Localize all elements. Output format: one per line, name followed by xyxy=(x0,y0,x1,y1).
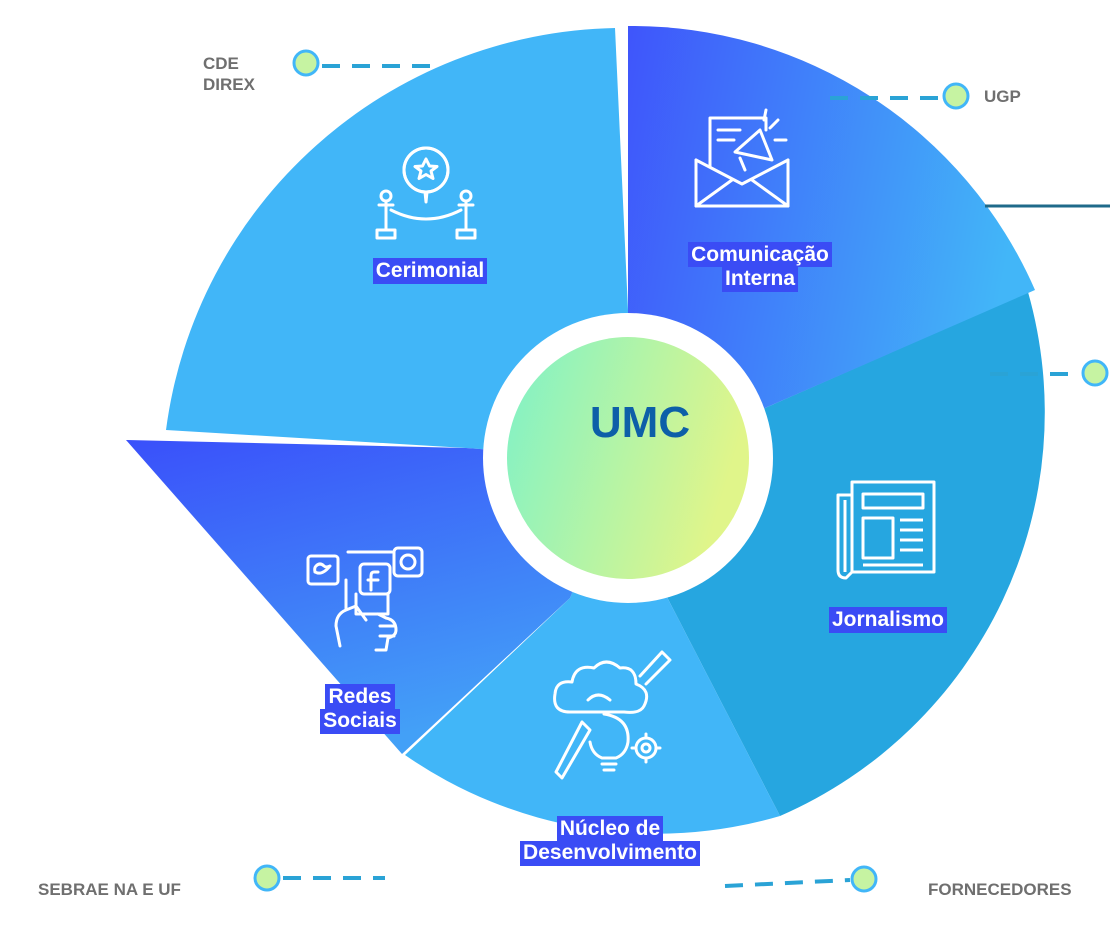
segment-label-text: Comunicação xyxy=(688,242,832,267)
segment-label-cerimonial: Cerimonial xyxy=(350,258,510,284)
center-label: UMC xyxy=(589,398,691,447)
segment-cerimonial xyxy=(166,28,628,460)
connector-node xyxy=(253,864,281,892)
external-label-fornecedores: FORNECEDORES xyxy=(928,879,1072,900)
segment-label-text: Sociais xyxy=(320,709,400,734)
external-label-line: CDE xyxy=(203,54,239,73)
external-label-line: FORNECEDORES xyxy=(928,880,1072,899)
external-label-cde-direx: CDE DIREX xyxy=(203,53,255,95)
segment-label-text: Interna xyxy=(721,267,798,292)
external-label-line: DIREX xyxy=(203,75,255,94)
megaphone-envelope-icon xyxy=(694,108,790,208)
center-circle xyxy=(507,337,749,579)
segment-label-text: Núcleo de xyxy=(556,816,664,841)
segment-label-redes-sociais: Redes Sociais xyxy=(300,684,420,734)
segment-label-text: Redes xyxy=(325,684,395,709)
stanchion-star-icon xyxy=(375,146,477,240)
segment-label-comunicacao-interna: Comunicação Interna xyxy=(660,242,860,292)
connector-node xyxy=(850,865,878,893)
creative-idea-icon xyxy=(553,650,672,780)
external-label-sebrae: SEBRAE NA E UF xyxy=(38,879,181,900)
segment-label-text: Cerimonial xyxy=(372,258,488,284)
social-media-hand-icon xyxy=(306,546,424,652)
segment-label-jornalismo: Jornalismo xyxy=(808,607,968,633)
external-label-ugp: UGP xyxy=(984,86,1021,107)
connector-node xyxy=(1081,359,1109,387)
external-label-line: UGP xyxy=(984,87,1021,106)
external-label-line: SEBRAE NA E UF xyxy=(38,880,181,899)
connector-line xyxy=(724,878,851,888)
segment-nucleo xyxy=(405,460,780,834)
connector-node xyxy=(942,82,970,110)
segment-label-text: Desenvolvimento xyxy=(520,841,700,866)
segment-label-nucleo: Núcleo de Desenvolvimento xyxy=(480,816,740,866)
connector-node xyxy=(292,49,320,77)
segment-label-text: Jornalismo xyxy=(828,607,948,633)
newspaper-icon xyxy=(836,480,936,580)
